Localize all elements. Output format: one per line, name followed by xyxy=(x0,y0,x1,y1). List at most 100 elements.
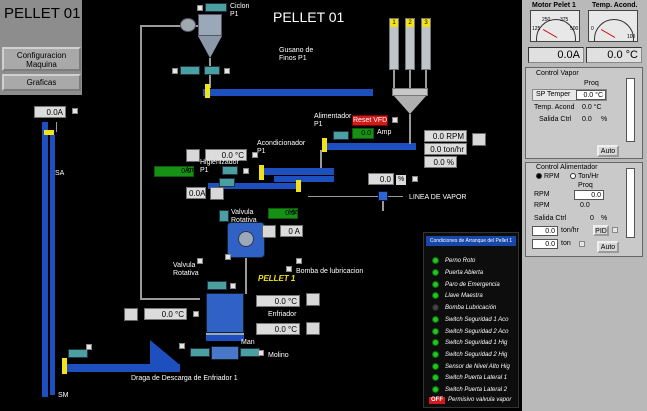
status-dot-icon xyxy=(432,257,439,264)
ton-radio[interactable]: Ton/Hr xyxy=(570,173,599,181)
ton2-input[interactable]: 0.0 xyxy=(532,239,558,249)
valvula-rot2-indicator-2[interactable] xyxy=(230,283,236,289)
hopper-cone xyxy=(394,96,426,114)
status-dot-icon xyxy=(432,386,439,393)
gusano-indicator[interactable] xyxy=(172,68,178,74)
bin-1-pipe xyxy=(393,70,395,88)
rpm2-label: RPM xyxy=(534,202,550,209)
alim-drop-pipe xyxy=(320,150,322,172)
control-alim-title: Control Alimentador xyxy=(536,164,598,171)
linea-vapor-label: LINEA DE VAPOR xyxy=(409,194,467,201)
control-vapor-title: Control Vapor xyxy=(536,70,579,77)
rpm1-label: RPM xyxy=(534,191,550,198)
valvula-rot2-indicator[interactable] xyxy=(197,258,203,264)
motor-gauge: 125 250 375 500 xyxy=(530,10,580,42)
left-amp-readout: 0.0A xyxy=(34,106,66,118)
status-dot-icon xyxy=(432,339,439,346)
vapor-slider[interactable] xyxy=(626,78,635,142)
status-dot-icon xyxy=(432,351,439,358)
motor-amp-display: 0.0A xyxy=(528,47,584,63)
alarm-panel-title: Condiciones de Arranque del Pellet 1 xyxy=(426,236,516,246)
alarm-row: Switch Seguridad 1 Hig xyxy=(432,339,507,347)
temp-acond-label: Temp. Acond xyxy=(534,104,575,111)
enfr-trend-icon-2[interactable] xyxy=(306,293,320,306)
reset-vfd-indicator[interactable] xyxy=(392,117,398,123)
bin-1-number: 1 xyxy=(390,19,398,27)
alarm-row: Switch Seguridad 2 Aco xyxy=(432,328,508,336)
alim-amp-readout: 0.0 xyxy=(352,128,374,139)
ton-input[interactable]: 0.0 xyxy=(532,226,558,236)
motor-hz-readout: 0.0 xyxy=(268,208,298,219)
temp-acond-value: 0.0 °C xyxy=(582,104,602,111)
acond-trend-icon[interactable] xyxy=(186,149,200,162)
acondicionador-label: Acondicionador P1 xyxy=(257,140,306,155)
pellet1-label: PELLET 1 xyxy=(258,274,296,283)
rpm1-input[interactable]: 0.0 xyxy=(574,190,604,200)
molino-indicator-right[interactable] xyxy=(258,350,264,356)
gusano-motor-2 xyxy=(204,66,220,75)
sp-temper-input[interactable]: 0.0 °C xyxy=(576,90,606,100)
left-indicator[interactable] xyxy=(72,108,78,114)
acond-indicator[interactable] xyxy=(252,152,258,158)
motor-amp-readout: 0 A xyxy=(280,225,303,237)
gusano-label: Gusano de Finos P1 xyxy=(279,47,314,62)
return-pipe-vertical xyxy=(140,25,142,300)
vapor-line xyxy=(308,196,403,197)
draga-label: Draga de Descarga de Enfriador 1 xyxy=(131,375,238,382)
alarm-row: Bomba Lubricación xyxy=(432,304,496,312)
alim-auto-button[interactable]: Auto xyxy=(597,241,619,253)
alimentador-label: Alimentador P1 xyxy=(314,113,352,128)
status-dot-icon xyxy=(432,374,439,381)
pid-button[interactable]: PID xyxy=(593,225,609,236)
graficas-button[interactable]: Graficas xyxy=(2,74,81,91)
pid-indicator[interactable] xyxy=(612,227,618,233)
ton2-indicator[interactable] xyxy=(579,241,585,247)
bin-2-number: 2 xyxy=(406,19,414,27)
rpm-radio[interactable]: RPM xyxy=(536,173,560,181)
alimentador-motor xyxy=(333,131,349,140)
bomba-indicator-top[interactable] xyxy=(296,258,302,264)
control-vapor-box: Control Vapor Proq SP Temper 0.0 °C Temp… xyxy=(525,67,643,159)
bomba-indicator[interactable] xyxy=(286,266,292,272)
gusano-marker xyxy=(205,84,210,98)
vapor-indicator[interactable] xyxy=(412,176,418,182)
ciclon-body xyxy=(198,14,222,36)
status-dot-icon xyxy=(432,363,439,370)
alim-salida-unit: % xyxy=(601,215,608,222)
bin-2 xyxy=(405,18,415,70)
vapor-proq-label: Proq xyxy=(584,80,599,87)
elevator-column xyxy=(42,122,48,397)
acond-conveyor xyxy=(264,168,334,175)
motor-hz-unit: Hz xyxy=(289,209,298,216)
ciclon-indicator[interactable] xyxy=(197,5,203,11)
draga-motor xyxy=(68,349,88,358)
ciclon-motor xyxy=(205,3,227,12)
bin-1 xyxy=(389,18,399,70)
config-button[interactable]: Configuracion Maquina xyxy=(2,47,81,71)
alarm-row: Paro de Emergencia xyxy=(432,281,500,289)
molino-body xyxy=(211,346,239,360)
valv-amp-readout: 0.0A xyxy=(186,187,206,199)
motor-trend-icon[interactable] xyxy=(262,225,276,238)
acond-motor-indicator[interactable] xyxy=(243,168,249,174)
elevator-sensor-top xyxy=(44,130,54,135)
vapor-pct-readout: 0.0 xyxy=(368,173,394,185)
reset-vfd-button[interactable]: Reset VFD xyxy=(352,115,388,126)
radio-empty-icon xyxy=(570,173,576,180)
alim-trend-icon[interactable] xyxy=(472,133,486,146)
vapor-pct-unit: % xyxy=(396,175,407,185)
vapor-auto-button[interactable]: Auto xyxy=(597,145,619,157)
enfr-trend-icon-1[interactable] xyxy=(124,308,138,321)
molino-motor-2 xyxy=(240,348,260,357)
gusano-indicator-2[interactable] xyxy=(224,68,230,74)
mill-indicator[interactable] xyxy=(225,254,231,260)
alim-slider[interactable] xyxy=(626,168,635,238)
valvula-rot2-motor xyxy=(207,281,227,290)
molino-trend-icon[interactable] xyxy=(306,322,320,335)
enfr-indicator-1[interactable] xyxy=(193,311,199,317)
valv-trend-icon[interactable] xyxy=(210,187,224,200)
ciclon-fan xyxy=(180,18,196,32)
gusano-conveyor xyxy=(203,89,373,96)
draga-indicator[interactable] xyxy=(86,344,92,350)
sa-label: SA xyxy=(55,170,65,177)
